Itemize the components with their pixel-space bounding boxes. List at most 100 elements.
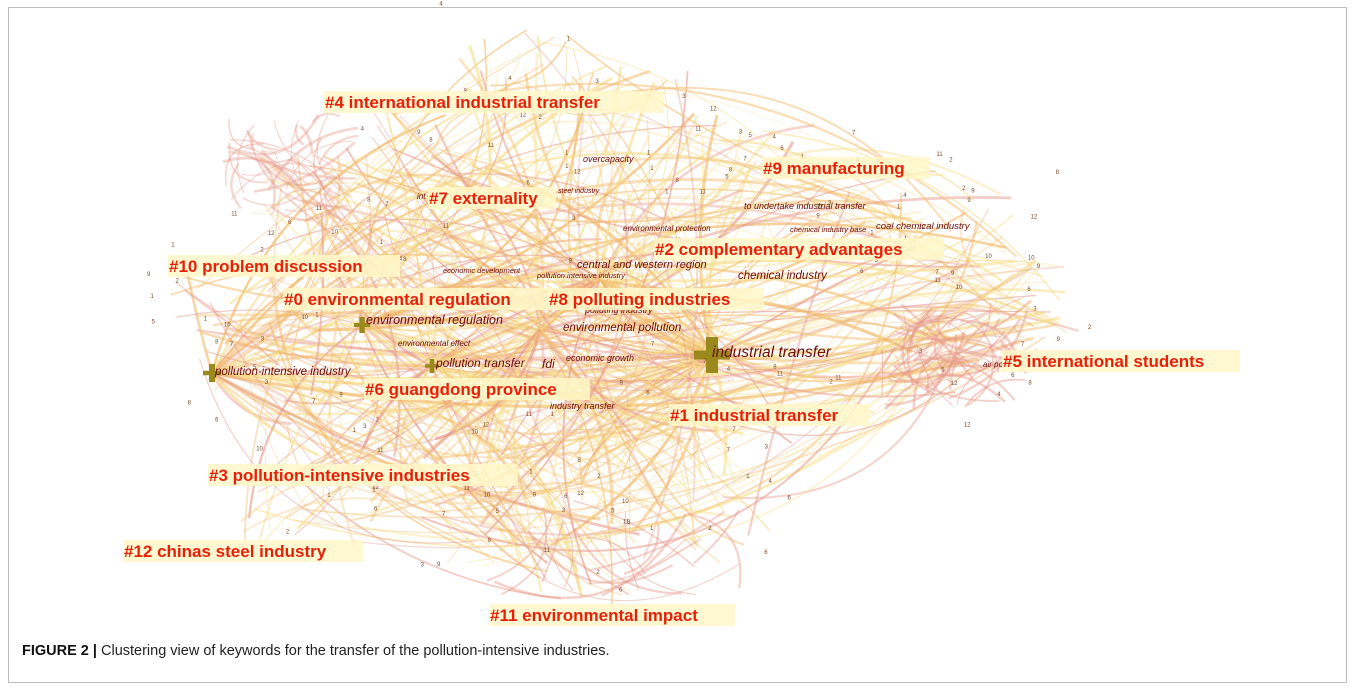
network-edge [921, 351, 990, 373]
node-number: 1 [647, 150, 651, 156]
node-number: 11 [835, 376, 842, 382]
node-number: 1 [650, 166, 654, 172]
network-edge [211, 372, 552, 468]
node-number: 6 [780, 146, 784, 152]
network-edge [486, 513, 554, 582]
network-edge [711, 288, 1066, 357]
node-number: 1 [567, 37, 571, 43]
network-edge [296, 328, 541, 530]
keyword-chemical-industry: chemical industry [738, 270, 828, 282]
network-edge [229, 150, 276, 209]
node-number: 9 [339, 392, 343, 398]
node-number: 1 [551, 412, 555, 418]
network-edge [260, 149, 342, 221]
network-edge [488, 435, 691, 493]
node-number: 1 [665, 189, 669, 195]
network-edge [902, 351, 907, 361]
network-edge [379, 212, 697, 545]
network-edge [304, 407, 686, 494]
network-edge [638, 129, 742, 230]
network-edge [598, 123, 815, 281]
keyword-chemical-industry-base: chemical industry base [790, 225, 866, 234]
network-edge [206, 279, 601, 377]
node-number: 4 [997, 392, 1001, 398]
network-edge [312, 138, 341, 197]
node-number: 4 [399, 257, 403, 263]
node-number: 11 [936, 152, 943, 158]
network-edge [604, 534, 696, 596]
network-edge [888, 398, 891, 402]
node-number: 7 [935, 270, 939, 276]
node-number: 7 [1021, 342, 1025, 348]
node-number: 11 [526, 412, 533, 418]
network-edge [228, 142, 268, 184]
network-edge [574, 109, 641, 257]
node-number: 10 [301, 315, 308, 321]
node-number: 11 [443, 224, 450, 230]
cluster-label-0: #0 environmental regulation [284, 290, 511, 309]
network-edge [247, 130, 348, 208]
node-number: 12 [372, 485, 379, 491]
node-number: 5 [725, 174, 729, 180]
network-edge [531, 536, 630, 596]
node-number: 12 [817, 204, 824, 210]
node-number: 10 [331, 229, 338, 235]
network-edge [212, 311, 721, 426]
node-number: 7 [376, 418, 380, 424]
network-edge [272, 163, 356, 180]
network-edge [431, 314, 986, 367]
network-edge [451, 233, 918, 497]
network-edge [921, 317, 1000, 373]
network-edge [885, 361, 954, 407]
network-edge [301, 336, 1046, 519]
keyword-pollution-transfer: pollution transfer [435, 356, 526, 370]
network-edge [222, 340, 268, 369]
keyword-int: int [417, 192, 426, 201]
network-edge [338, 87, 650, 200]
network-edge [318, 134, 359, 166]
node-number: 8 [1056, 170, 1060, 176]
node-number: 6 [860, 269, 864, 275]
keyword-air-po: air po [983, 360, 1004, 369]
node-number: 9 [1057, 337, 1061, 343]
keyword-economic-development: economic development [443, 266, 521, 275]
network-edge [573, 499, 695, 568]
network-edge [499, 164, 752, 553]
node-number: 4 [768, 479, 772, 485]
node-number: 7 [230, 342, 234, 348]
network-edge [361, 64, 608, 326]
network-edge [224, 142, 265, 186]
node-number: 9 [533, 493, 537, 499]
network-edge [289, 203, 359, 370]
network-edge [907, 262, 1058, 341]
network-edge [257, 154, 329, 187]
network-edge [583, 260, 648, 437]
node-number: 11 [464, 485, 471, 491]
network-edge [274, 172, 336, 191]
node-number: 6 [215, 418, 219, 424]
network-edge [544, 536, 574, 592]
network-edge [533, 40, 895, 399]
node-number: 3 [627, 520, 631, 526]
cluster-label-6: #6 guangdong province [365, 380, 557, 399]
network-edge [893, 365, 1000, 402]
network-edge [964, 318, 1022, 355]
node-number: 1 [204, 317, 208, 323]
node-number: 10 [256, 447, 263, 453]
node-number-layer: 6791131061271257124714211218111436112312… [147, 1, 1093, 593]
network-edge [698, 114, 719, 356]
network-edge [301, 199, 801, 399]
cluster-label-5: #5 international students [1003, 352, 1204, 371]
node-number: 9 [619, 381, 623, 387]
node-number: 11 [488, 143, 495, 149]
node-number: 4 [508, 76, 512, 82]
network-edge [1013, 325, 1021, 334]
node-number: 6 [764, 550, 768, 556]
network-edge [603, 149, 713, 356]
node-number: 11 [934, 278, 941, 284]
network-edge [485, 120, 651, 516]
network-edge [247, 155, 341, 292]
node-number: 10 [471, 430, 478, 436]
node-number: 10 [956, 285, 963, 291]
node-number: 6 [646, 391, 650, 397]
